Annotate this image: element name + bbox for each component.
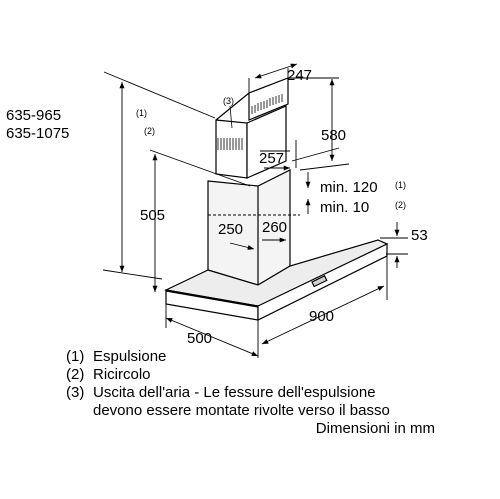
legend-text: Ricircolo bbox=[93, 366, 151, 383]
legend-continuation: devono essere montate rivolte verso il b… bbox=[93, 402, 390, 419]
legend-text: Espulsione bbox=[93, 348, 167, 365]
vent-slots bbox=[217, 94, 283, 150]
note-ref-1-min: (1) bbox=[395, 180, 406, 190]
label-min-10: min. 10 bbox=[320, 199, 369, 216]
legend-number: (1) bbox=[66, 348, 85, 365]
legend-number: (3) bbox=[66, 384, 85, 401]
legend-item: (1) Espulsione bbox=[66, 348, 446, 366]
label-lower-depth: 260 bbox=[262, 219, 287, 236]
note-ref-2-min: (2) bbox=[395, 200, 406, 210]
label-lower-width: 250 bbox=[218, 221, 243, 238]
label-upper-chimney-height: 580 bbox=[321, 127, 346, 144]
label-upper-depth: 257 bbox=[259, 150, 284, 167]
note-ref-2-height: (2) bbox=[144, 126, 155, 136]
label-chimney-width: 247 bbox=[287, 67, 312, 84]
legend-text: Uscita dell'aria - Le fessure dell'espul… bbox=[93, 384, 376, 401]
label-height-range-1: 635-965 bbox=[6, 107, 61, 124]
note-ref-3-vents: (3) bbox=[223, 96, 234, 106]
label-min-120: min. 120 bbox=[320, 179, 378, 196]
label-hood-thickness: 53 bbox=[411, 227, 428, 244]
dimension-lines bbox=[102, 63, 408, 358]
legend: (1) Espulsione (2) Ricircolo (3) Uscita … bbox=[66, 348, 446, 438]
legend-number: (2) bbox=[66, 366, 85, 383]
legend-item: (3) Uscita dell'aria - Le fessure dell'e… bbox=[66, 384, 446, 402]
units-note: Dimensioni in mm bbox=[315, 420, 435, 437]
note-ref-1-height: (1) bbox=[136, 108, 147, 118]
label-height-range-2: 635-1075 bbox=[6, 125, 69, 142]
dimension-labels: 635-965 (1) 635-1075 (2) (3) 247 580 257… bbox=[6, 67, 428, 347]
label-lower-chimney-height: 505 bbox=[140, 207, 165, 224]
legend-item: (2) Ricircolo bbox=[66, 366, 446, 384]
label-hood-depth: 500 bbox=[187, 330, 212, 347]
control-panel bbox=[311, 275, 328, 288]
label-hood-width: 900 bbox=[309, 308, 334, 325]
